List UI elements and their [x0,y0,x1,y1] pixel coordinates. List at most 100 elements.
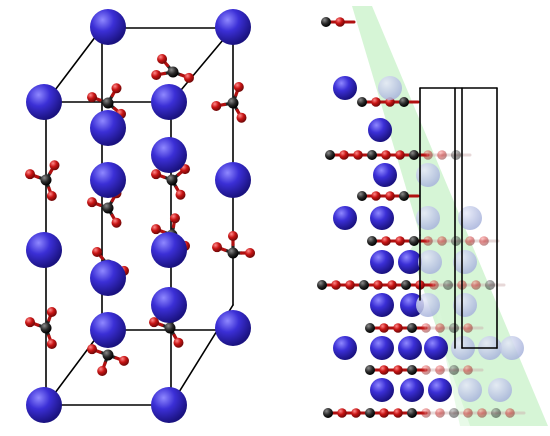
metal-atom [400,378,424,402]
metal-atom [151,137,187,173]
carbon-atom [491,408,501,418]
carbon-atom [449,408,459,418]
oxygen-atom [183,72,194,83]
carbon-atom [409,236,419,246]
metal-atom [215,9,251,45]
oxygen-atom [379,408,389,418]
oxygen-atom [87,92,98,103]
metal-atom [370,293,394,317]
oxygen-atom [463,365,473,375]
metal-atom [368,118,392,142]
carbon-atom [407,323,417,333]
metal-atom [215,310,251,346]
oxygen-atom [435,408,445,418]
oxygen-atom [245,248,255,258]
oxygen-atom [169,213,180,224]
carbon-atom [365,323,375,333]
carbon-atom [102,202,114,214]
metal-atom [416,293,440,317]
metal-atom [333,206,357,230]
carbon-atom [443,280,453,290]
oxygen-atom [423,236,433,246]
carbon-atom [40,322,52,334]
oxygen-atom [331,280,341,290]
metal-atom [416,206,440,230]
carbon-atom [367,236,377,246]
oxygen-atom [111,217,122,228]
oxygen-atom [463,323,473,333]
carbon-atom [102,349,114,361]
carbon-atom [40,174,52,186]
oxygen-atom [379,365,389,375]
carbon-atom [407,365,417,375]
metal-atom [333,76,357,100]
oxygen-atom [157,53,168,64]
oxygen-atom [393,408,403,418]
metal-atom [90,9,126,45]
oxygen-atom [87,197,98,208]
oxygen-atom [395,236,405,246]
metal-atom [416,163,440,187]
oxygen-atom [351,408,361,418]
metal-atom [428,378,452,402]
oxygen-atom [25,169,36,180]
carbon-atom [164,322,176,334]
oxygen-atom [379,323,389,333]
oxygen-atom [479,236,489,246]
oxygen-atom [233,82,244,93]
carbon-atom [449,323,459,333]
carbon-atom [227,247,239,259]
metal-atom [151,232,187,268]
oxygen-atom [393,323,403,333]
carbon-atom [365,408,375,418]
metal-atom [90,260,126,296]
oxygen-atom [371,191,381,201]
oxygen-atom [477,408,487,418]
carbon-atom [102,97,114,109]
oxygen-atom [353,150,363,160]
carbon-atom [365,365,375,375]
oxygen-atom [395,150,405,160]
metal-atom [370,378,394,402]
oxygen-atom [463,408,473,418]
carbon-atom [451,150,461,160]
oxygen-atom [435,323,445,333]
oxygen-atom [173,337,184,348]
oxygen-atom [92,246,103,257]
oxygen-atom [421,323,431,333]
oxygen-atom [151,69,162,80]
oxygen-atom [25,317,36,328]
metal-atom [151,387,187,423]
oxygen-atom [212,242,223,253]
oxygen-atom [371,97,381,107]
metal-atom [215,162,251,198]
oxygen-atom [87,344,98,355]
oxygen-atom [46,307,57,318]
oxygen-atom [339,150,349,160]
metal-atom [370,206,394,230]
oxygen-atom [423,150,433,160]
oxygen-atom [46,190,57,201]
carbon-atom [357,191,367,201]
oxygen-atom [381,150,391,160]
metal-atom [333,336,357,360]
metal-atom [90,312,126,348]
metal-atom [378,76,402,100]
carbon-atom [166,174,178,186]
carbon-atom [485,280,495,290]
oxygen-atom [373,280,383,290]
right-panel-slab-view [317,6,548,426]
carbon-atom [167,66,179,78]
oxygen-atom [435,365,445,375]
carbon-atom [409,150,419,160]
carbon-atom [399,97,409,107]
carbon-atom [317,280,327,290]
metal-atom [424,336,448,360]
metal-atom [370,336,394,360]
carbon-atom [321,17,331,27]
metal-atom [453,250,477,274]
oxygen-atom [211,100,222,111]
oxygen-atom [175,189,186,200]
metal-atom [418,250,442,274]
